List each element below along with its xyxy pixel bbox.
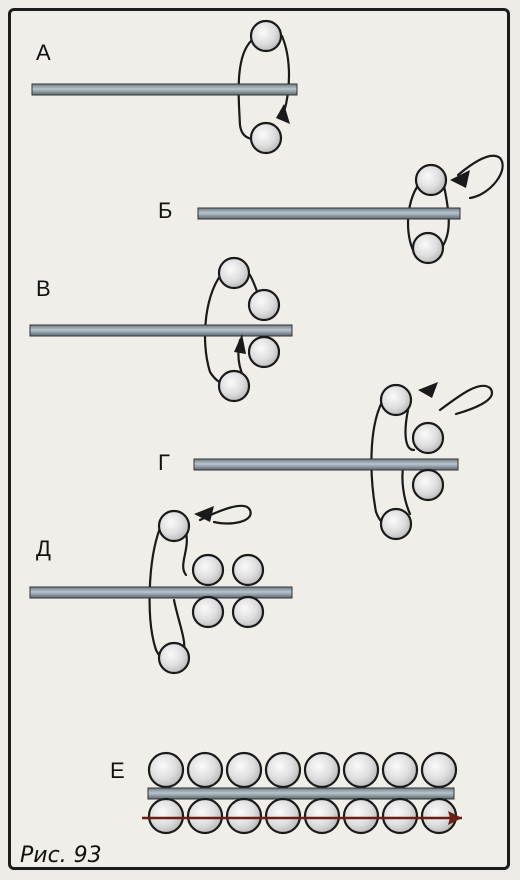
bead: [217, 256, 251, 290]
bead: [420, 751, 458, 789]
bead: [379, 383, 413, 417]
bead: [247, 288, 281, 322]
panel-label-v: В: [36, 276, 51, 301]
needle-e: [147, 787, 455, 800]
bead: [217, 369, 251, 403]
bead-row-top: [147, 751, 458, 789]
arrow-icon: [276, 104, 290, 124]
needle-d: [29, 586, 293, 599]
bead: [264, 751, 302, 789]
figure-caption: Рис. 93: [20, 843, 102, 868]
bead: [247, 335, 281, 369]
bead: [303, 751, 341, 789]
bead: [186, 751, 224, 789]
needle-b: [197, 207, 461, 220]
bead: [191, 553, 225, 587]
panel-label-d: Д: [36, 536, 51, 561]
panel-e: Е: [110, 751, 462, 835]
bead: [186, 797, 224, 835]
bead: [411, 468, 445, 502]
bead: [157, 641, 191, 675]
panel-d: Д: [29, 504, 293, 675]
bead: [379, 507, 413, 541]
bead: [225, 797, 263, 835]
arrow-icon: [450, 170, 470, 188]
bead: [231, 595, 265, 629]
bead: [303, 797, 341, 835]
needle-g: [193, 458, 459, 471]
thread-loop-g: [370, 384, 494, 530]
bead: [342, 797, 380, 835]
bead: [225, 751, 263, 789]
panel-label-g: Г: [158, 450, 170, 475]
arrow-icon: [418, 382, 438, 398]
bead: [381, 751, 419, 789]
bead: [342, 751, 380, 789]
bead: [414, 163, 448, 197]
thread-loop-d: [148, 504, 252, 663]
bead: [249, 19, 283, 53]
bead: [157, 509, 191, 543]
bead: [147, 797, 185, 835]
panel-g: Г: [158, 382, 494, 541]
arrow-icon: [194, 506, 214, 522]
panel-v: В: [29, 256, 293, 403]
panel-a: А: [31, 19, 298, 155]
panel-label-a: А: [36, 40, 51, 65]
bead: [381, 797, 419, 835]
bead-row-bottom: [147, 797, 458, 835]
panel-label-e: Е: [110, 758, 125, 783]
bead: [249, 121, 283, 155]
bead: [147, 751, 185, 789]
needle-a: [31, 83, 298, 96]
bead: [411, 231, 445, 265]
arrow-icon: [234, 334, 246, 354]
panel-label-b: Б: [158, 198, 172, 223]
arrow-icon: [448, 811, 462, 825]
needle-v: [29, 324, 293, 337]
bead: [231, 553, 265, 587]
bead: [264, 797, 302, 835]
bead: [411, 421, 445, 455]
panel-b: Б: [158, 154, 504, 265]
bead: [191, 595, 225, 629]
